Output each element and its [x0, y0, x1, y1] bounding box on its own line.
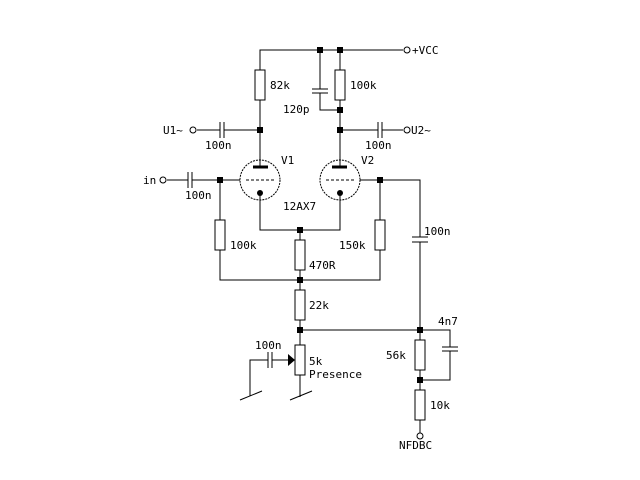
- label-56k: 56k: [386, 349, 406, 362]
- label-c-presence: 100n: [255, 339, 282, 352]
- vcc-label: +VCC: [412, 44, 439, 57]
- label-c-u1: 100n: [205, 139, 232, 152]
- label-120p: 120p: [283, 103, 310, 116]
- label-150k: 150k: [339, 239, 366, 252]
- label-c-u2: 100n: [365, 139, 392, 152]
- label-c-fb: 100n: [424, 225, 451, 238]
- label-82k: 82k: [270, 79, 290, 92]
- label-22k: 22k: [309, 299, 329, 312]
- in-label: in: [143, 174, 156, 187]
- label-pot-name: Presence: [309, 368, 362, 381]
- v1-label: V1: [281, 154, 294, 167]
- u2-label: U2~: [411, 124, 431, 137]
- label-100k-plate: 100k: [350, 79, 377, 92]
- label-470r: 470R: [309, 259, 336, 272]
- label-10k: 10k: [430, 399, 450, 412]
- label-100k-grid: 100k: [230, 239, 257, 252]
- presence-pot: [294, 344, 306, 376]
- tube-v2: [319, 159, 361, 201]
- label-c-in: 100n: [185, 189, 212, 202]
- label-4n7: 4n7: [438, 315, 458, 328]
- tube-v1: [239, 159, 281, 201]
- tube-type-label: 12AX7: [283, 200, 316, 213]
- u1-label: U1~: [163, 124, 183, 137]
- junctions: [217, 47, 423, 383]
- terminals: [159, 46, 424, 440]
- resistors: [214, 69, 426, 421]
- capacitors: [187, 88, 458, 368]
- pot-wiper-arrow: [288, 354, 295, 366]
- v2-label: V2: [361, 154, 374, 167]
- nfdbc-label: NFDBC: [399, 439, 432, 452]
- label-pot-value: 5k: [309, 355, 323, 368]
